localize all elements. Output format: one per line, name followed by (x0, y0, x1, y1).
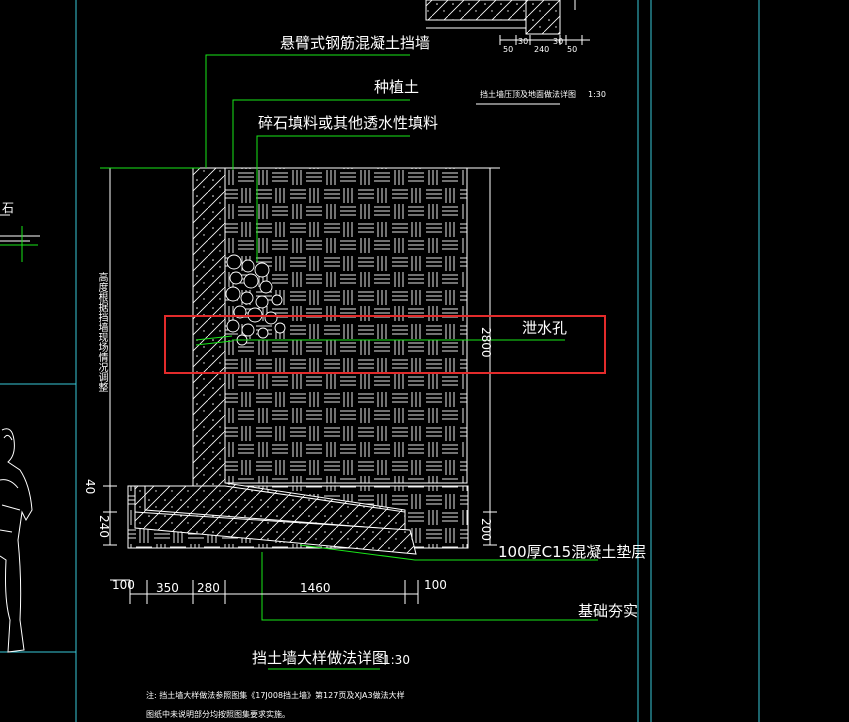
person-figure-icon (0, 428, 33, 653)
label-cushion: 100厚C15混凝土垫层 (498, 543, 647, 561)
label-cantilever-wall: 悬臂式钢筋混凝土挡墙 (280, 34, 431, 52)
soil-hatch-area (224, 167, 468, 484)
dim-height-base: 200 (479, 518, 493, 541)
note-line-2: 图纸中未说明部分均按照图集要求实施。 (146, 710, 290, 719)
dim-bottom-1460: 1460 (300, 581, 331, 595)
main-title-scale: 1:30 (383, 653, 410, 667)
left-partial-detail (0, 214, 40, 262)
dim-bottom-100-right: 100 (424, 578, 447, 592)
label-left-vertical-note: 高度根据挡墙现场情况调整 (96, 272, 107, 392)
dim-height-total: 2800 (479, 327, 493, 358)
label-drain-hole: 泄水孔 (522, 319, 568, 337)
highlight-box (164, 315, 606, 374)
label-foundation: 基础夯实 (578, 602, 639, 620)
dim-bottom-280: 280 (197, 581, 220, 595)
label-gravel-fill: 碎石填料或其他透水性填料 (258, 114, 439, 132)
drain-pipe (195, 335, 233, 346)
bottom-dimension (110, 579, 419, 604)
dim-bottom-100-left: 100 (112, 578, 135, 592)
wall-base-slab (144, 485, 406, 531)
leader-lines (205, 54, 598, 670)
main-title: 挡土墙大样做法详图 (252, 649, 388, 667)
top-dim-50-left: 50 (503, 45, 514, 54)
dim-left-240: 240 (97, 515, 111, 538)
dim-bottom-350: 350 (156, 581, 179, 595)
top-dim-30-left: 30 (518, 37, 529, 46)
top-detail-title: 挡土墙压顶及地面做法详图 (480, 90, 576, 99)
top-dim-30-right: 30 (553, 37, 564, 46)
top-detail-drawing (425, 0, 590, 105)
top-dim-240: 240 (534, 45, 550, 54)
top-dim-50-right: 50 (567, 45, 578, 54)
label-planting-soil: 种植土 (374, 78, 420, 96)
dim-left-40: 40 (83, 479, 97, 495)
note-line-1: 注: 挡土墙大样做法参照图集《17J008挡土墙》第127页及XJA3做法大样 (146, 691, 405, 700)
dimension-lines (100, 167, 500, 546)
cushion-layer (134, 511, 417, 555)
label-left-partial: 石 (2, 201, 15, 215)
top-detail-scale: 1:30 (588, 90, 606, 99)
frame-lines (0, 0, 760, 722)
